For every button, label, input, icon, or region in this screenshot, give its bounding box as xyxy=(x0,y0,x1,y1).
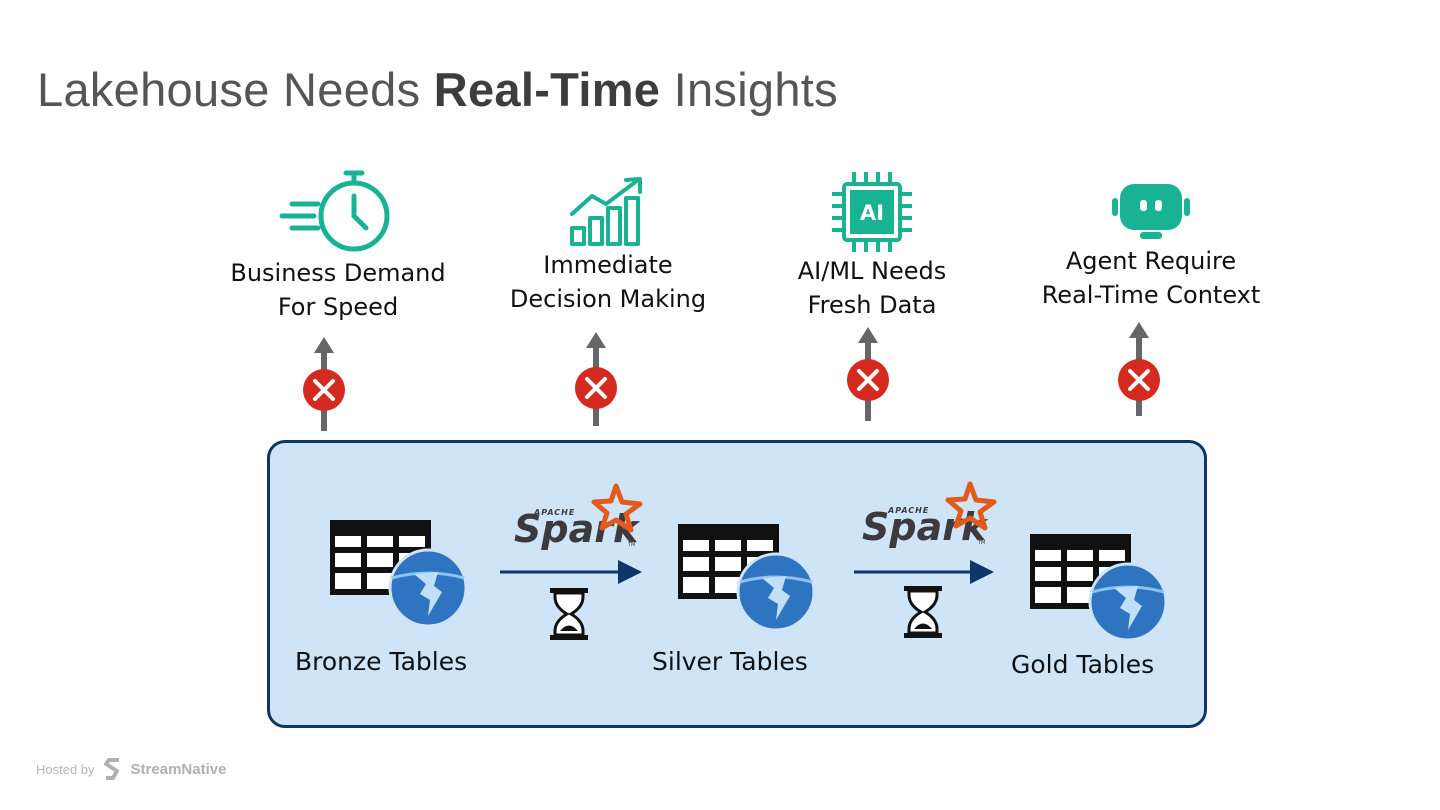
robot-icon xyxy=(1112,184,1190,239)
need-business-demand: Business Demand For Speed xyxy=(218,168,458,324)
ai-chip-icon: AI xyxy=(832,172,912,252)
need-label-line1: Agent Require xyxy=(1065,247,1237,275)
gold-tables-label: Gold Tables xyxy=(1011,650,1155,679)
title-suffix: Insights xyxy=(660,63,838,116)
slide-title: Lakehouse Needs Real-Time Insights xyxy=(37,62,838,117)
title-prefix: Lakehouse Needs xyxy=(37,63,434,116)
need-aiml-fresh-data: AI AI/ML Needs Fresh Data xyxy=(752,170,992,322)
svg-text:Spark: Spark xyxy=(862,505,989,549)
need-label-line2: Fresh Data xyxy=(807,291,937,319)
blocked-x-icon xyxy=(303,369,345,411)
silver-table-icon xyxy=(678,524,820,636)
ai-chip-text: AI xyxy=(860,201,884,225)
transform-arrow xyxy=(854,560,994,584)
need-label-line2: Decision Making xyxy=(509,285,707,313)
bronze-table-icon xyxy=(330,520,472,632)
need-label-line1: Business Demand xyxy=(230,259,446,287)
blocked-arrow-3 xyxy=(847,327,889,421)
gold-table-icon xyxy=(1030,534,1172,646)
blocked-x-icon xyxy=(575,367,617,409)
need-immediate-decision: Immediate Decision Making xyxy=(488,174,728,316)
growth-chart-icon xyxy=(570,177,642,246)
streamnative-brand: StreamNative xyxy=(130,760,227,778)
blocked-arrow-1 xyxy=(303,337,345,431)
title-emphasis: Real-Time xyxy=(433,63,661,116)
hosted-by-text: Hosted by xyxy=(36,761,95,777)
apache-spark-logo-icon: APACHE Spark TM xyxy=(862,481,997,549)
need-label-line1: Immediate xyxy=(543,251,673,279)
stopwatch-icon xyxy=(279,170,390,252)
blocked-arrow-2 xyxy=(575,332,617,426)
hourglass-icon xyxy=(904,586,942,638)
need-label-line2: Real-Time Context xyxy=(1041,281,1261,309)
hourglass-icon xyxy=(550,588,588,640)
svg-text:APACHE: APACHE xyxy=(887,506,929,515)
apache-spark-logo-icon: APACHE Spark TM xyxy=(514,483,643,551)
need-label-line1: AI/ML Needs xyxy=(797,257,947,285)
svg-text:Spark: Spark xyxy=(514,507,641,551)
need-agent-context: Agent Require Real-Time Context xyxy=(1021,180,1281,312)
spark-transform-1: APACHE Spark TM xyxy=(500,483,643,640)
need-label-line2: For Speed xyxy=(277,293,399,321)
hosted-by-footer: Hosted by StreamNative xyxy=(36,757,226,781)
bronze-tables-label: Bronze Tables xyxy=(295,647,468,676)
streamnative-logo-icon xyxy=(103,758,119,780)
blocked-x-icon xyxy=(1118,359,1160,401)
svg-text:TM: TM xyxy=(977,540,985,546)
svg-text:APACHE: APACHE xyxy=(533,508,575,517)
spark-transform-2: APACHE Spark TM xyxy=(854,481,997,638)
transform-arrow xyxy=(500,560,642,584)
silver-tables-label: Silver Tables xyxy=(652,647,808,676)
svg-text:TM: TM xyxy=(627,542,635,548)
blocked-arrow-4 xyxy=(1118,322,1160,416)
blocked-x-icon xyxy=(847,359,889,401)
